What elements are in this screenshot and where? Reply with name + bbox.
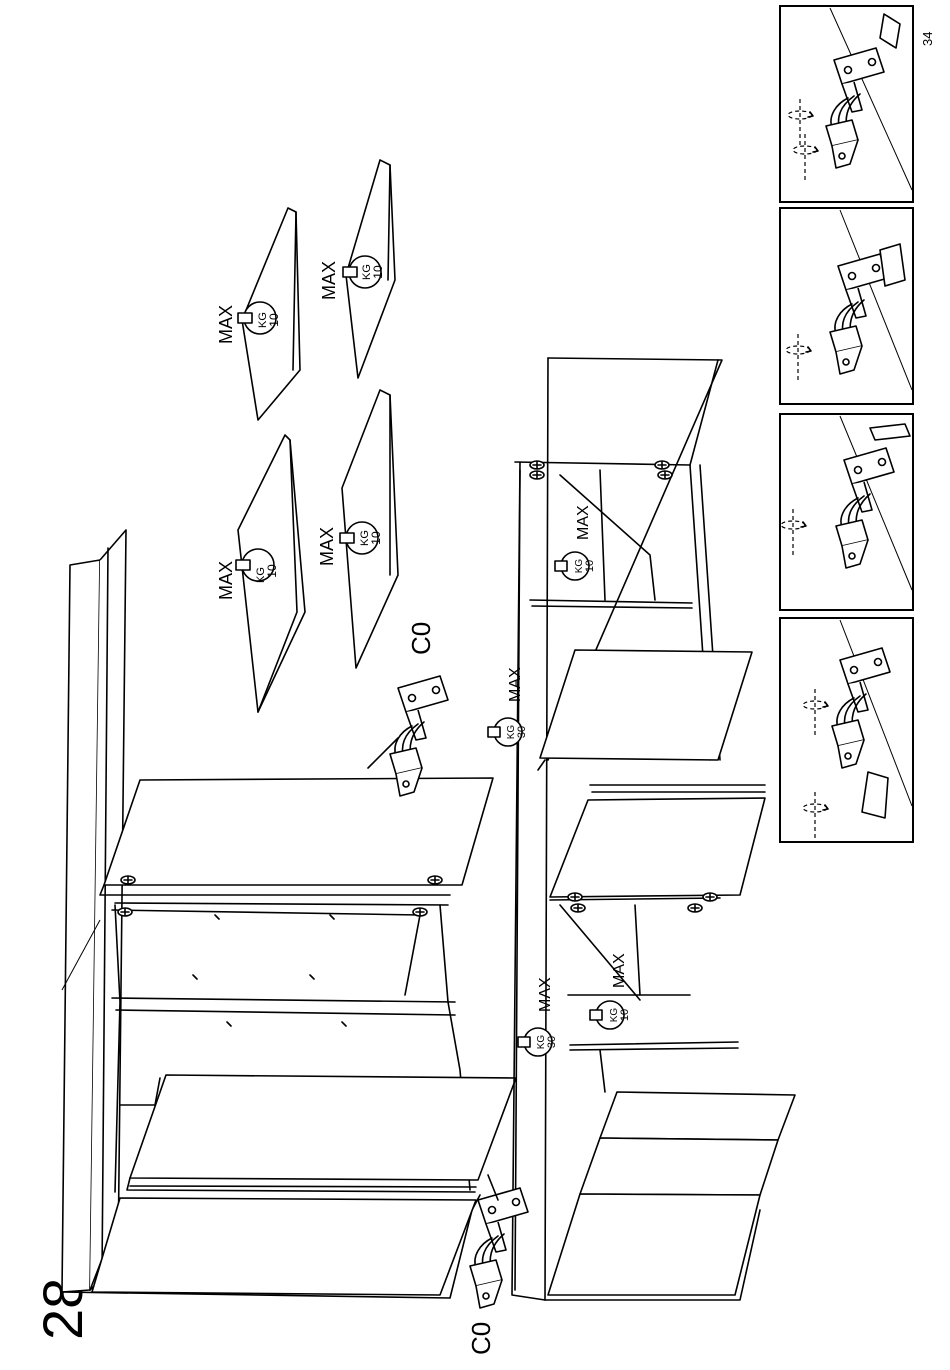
weight-value-label: 10 [584, 560, 596, 572]
weight-value-label: 10 [265, 564, 279, 578]
weight-sideboard-inner-2: KG 10 MAX [590, 953, 631, 1029]
max-label: MAX [317, 527, 337, 566]
adjustment-panel-3 [780, 208, 913, 404]
weight-value-label: 10 [369, 531, 383, 545]
max-label: MAX [319, 261, 339, 300]
weight-value-label: 30 [546, 1036, 558, 1048]
weight-sideboard-top-2: KG 30 MAX [518, 977, 558, 1056]
adjustment-panel-1 [780, 618, 913, 842]
max-label: MAX [216, 305, 236, 344]
hinge-callout-upper: C0 [368, 622, 448, 796]
weight-value-label: 10 [619, 1009, 631, 1021]
page-number: 34 [920, 32, 935, 46]
weight-sideboard-inner-1: KG 10 MAX [555, 505, 596, 580]
hinge-code-label: C0 [406, 622, 436, 655]
weight-value-label: 10 [267, 313, 281, 327]
weight-value-label: 30 [516, 726, 528, 738]
lower-sideboard [512, 358, 795, 1300]
max-label: MAX [537, 977, 554, 1012]
adjustment-panel-4 [780, 6, 913, 202]
hinge-code-label: C0 [466, 1322, 496, 1355]
weight-sideboard-top-1: KG 30 MAX [488, 667, 528, 746]
max-label: MAX [507, 667, 524, 702]
max-label: MAX [216, 561, 236, 600]
weight-value-label: 10 [371, 265, 385, 279]
max-label: MAX [611, 953, 628, 988]
adjustment-panel-2 [780, 414, 913, 610]
max-label: MAX [575, 505, 592, 540]
